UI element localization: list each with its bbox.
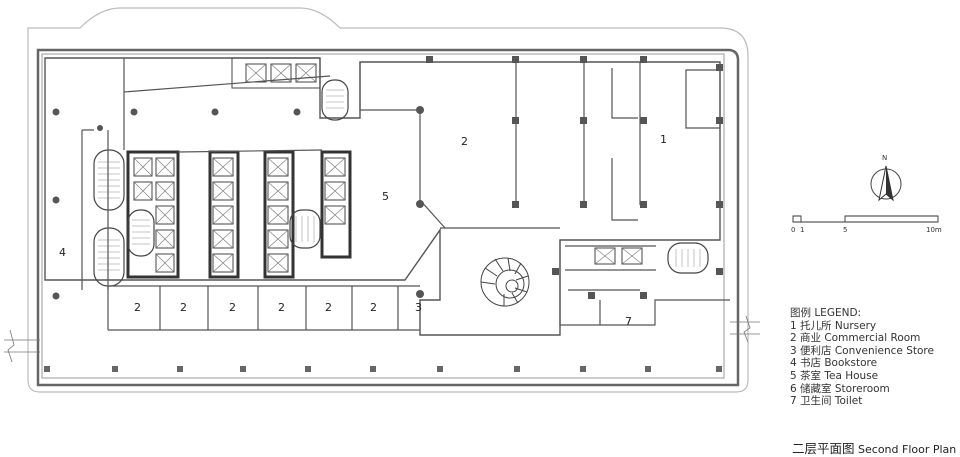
outer-wall xyxy=(36,48,740,387)
lift-boxes xyxy=(133,57,643,273)
caption-chinese: 二层平面图 xyxy=(792,441,855,456)
square-columns xyxy=(426,56,723,299)
legend-item: 7 卫生间 Toilet xyxy=(790,395,863,408)
legend-item: 4 书店 Bookstore xyxy=(790,357,878,370)
scale-ticks: 0 1 5 10m xyxy=(791,226,942,234)
scale-tick: 0 xyxy=(791,226,795,234)
legend: 图例 LEGEND: 1 托儿所 Nursery 2 商业 Commercial… xyxy=(790,307,934,408)
legend-item: 3 便利店 Convenience Store xyxy=(790,344,934,357)
scale-tick: 1 xyxy=(800,226,804,234)
drawing-caption: 二层平面图 Second Floor Plan xyxy=(792,438,956,457)
room-label: 2 xyxy=(325,301,332,314)
break-lines xyxy=(4,315,760,363)
spiral-stair xyxy=(480,257,530,307)
legend-title: 图例 LEGEND: xyxy=(790,307,862,319)
room-label: 2 xyxy=(278,301,285,314)
room-label: 1 xyxy=(660,133,667,146)
room-label: 4 xyxy=(59,246,66,259)
legend-item: 1 托儿所 Nursery xyxy=(790,319,877,332)
scale-tick: 10m xyxy=(926,226,942,234)
stair-treads xyxy=(98,89,701,271)
room-label: 7 xyxy=(625,315,632,328)
caption-english: Second Floor Plan xyxy=(858,443,957,456)
north-arrow: N xyxy=(870,154,902,202)
room-label: 2 xyxy=(461,135,468,148)
room-label: 2 xyxy=(229,301,236,314)
site-outline xyxy=(27,7,749,393)
legend-item: 5 茶室 Tea House xyxy=(790,369,879,382)
room-label: 5 xyxy=(382,190,389,203)
room-labels: 1 2 2 2 2 2 2 2 3 4 5 7 xyxy=(59,133,667,328)
room-label: 2 xyxy=(134,301,141,314)
capsule-stairs xyxy=(93,79,709,287)
scale-bar xyxy=(792,215,939,223)
room-label: 2 xyxy=(180,301,187,314)
scale-tick: 5 xyxy=(843,226,847,234)
lift-crosses xyxy=(133,63,643,273)
legend-item: 6 储藏室 Storeroom xyxy=(790,382,890,395)
round-columns xyxy=(52,106,424,300)
room-label: 3 xyxy=(415,301,422,314)
legend-item: 2 商业 Commercial Room xyxy=(790,332,921,345)
room-label: 2 xyxy=(370,301,377,314)
north-label: N xyxy=(882,154,887,162)
perimeter-columns xyxy=(44,366,722,372)
core-walls xyxy=(126,150,352,279)
building-edge xyxy=(41,53,725,379)
